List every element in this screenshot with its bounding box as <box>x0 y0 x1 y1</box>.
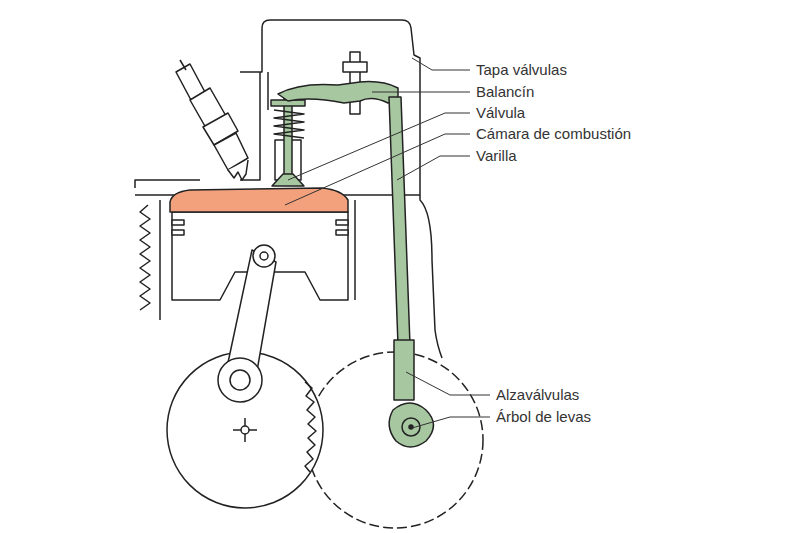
part-label: Varilla <box>476 147 517 165</box>
part-label: Alzaválvulas <box>496 386 579 404</box>
part-label: Cámara de combustión <box>476 125 631 143</box>
part-label: Válvula <box>476 104 525 122</box>
part-label: Balancín <box>476 83 534 101</box>
part-label: Tapa válvulas <box>476 61 567 79</box>
part-label: Árbol de levas <box>496 408 591 426</box>
